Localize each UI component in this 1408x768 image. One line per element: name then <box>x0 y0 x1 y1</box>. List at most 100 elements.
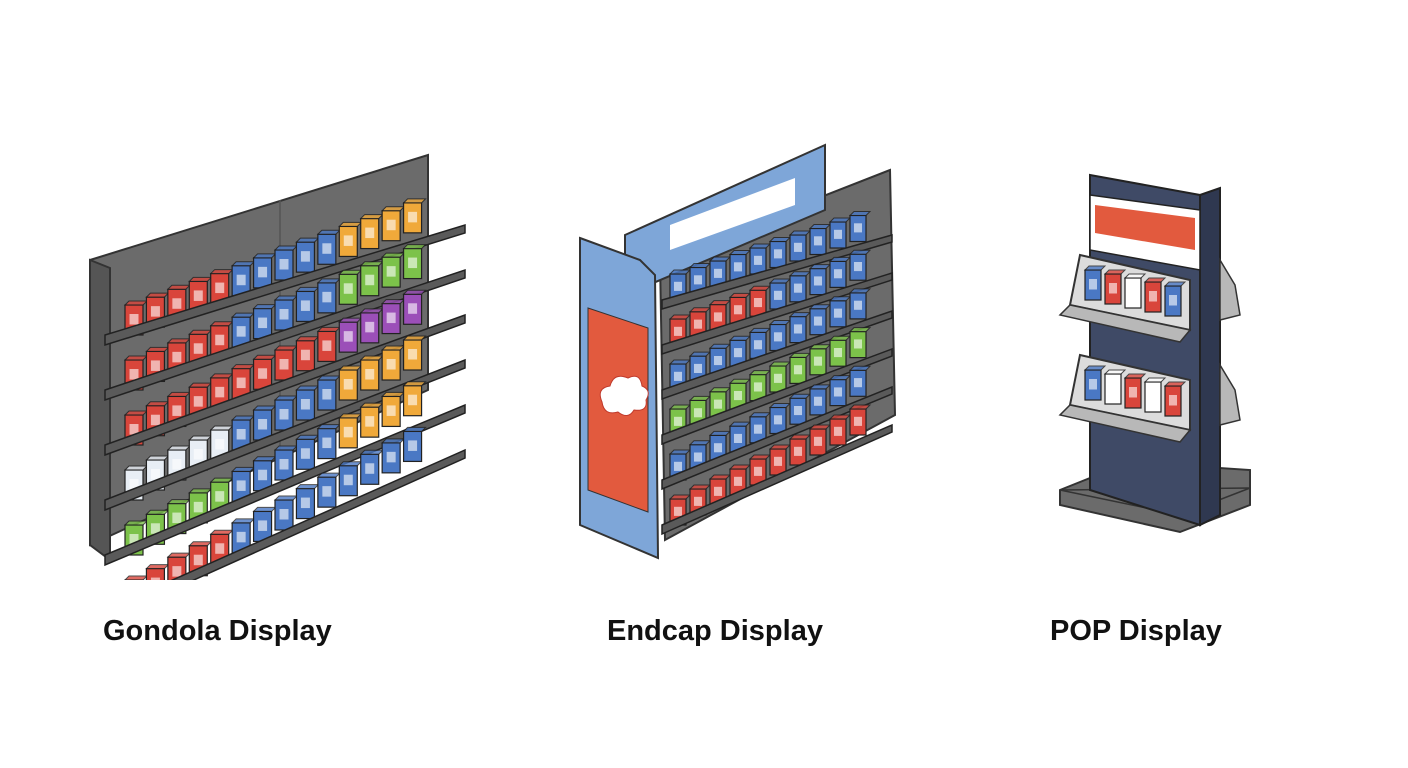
product-box <box>402 335 427 371</box>
product-box <box>359 449 384 485</box>
product-box <box>338 413 363 449</box>
product-box <box>748 285 772 317</box>
product-box <box>230 312 256 348</box>
product-box <box>828 375 852 407</box>
product-box <box>230 261 256 297</box>
product-box <box>338 317 363 353</box>
product-box <box>338 461 363 497</box>
product-box <box>1123 273 1147 309</box>
shelf <box>661 347 893 446</box>
product-box <box>1103 269 1127 305</box>
product-box <box>828 414 852 446</box>
product-box <box>1143 277 1167 313</box>
pop-display-label: POP Display <box>1050 615 1222 647</box>
product-box <box>1103 369 1127 405</box>
product-box <box>273 345 299 381</box>
product-box <box>708 474 732 506</box>
shelf <box>104 403 466 567</box>
product-box <box>788 393 812 425</box>
gondola-display-illustration <box>80 150 480 622</box>
product-box <box>273 295 299 331</box>
product-box <box>708 256 732 288</box>
product-box <box>316 229 342 265</box>
product-box <box>230 466 256 503</box>
product-box <box>209 425 234 461</box>
shelf <box>661 385 893 491</box>
product-box <box>380 345 406 381</box>
endcap-display-illustration <box>570 140 910 570</box>
product-box <box>295 237 320 273</box>
shelf <box>104 313 466 457</box>
product-box <box>788 230 812 262</box>
product-box <box>788 434 812 466</box>
product-box <box>828 217 852 249</box>
product-box <box>359 402 384 438</box>
product-box <box>273 495 299 531</box>
product-box <box>708 387 732 419</box>
product-box <box>359 308 384 344</box>
product-box <box>848 288 872 320</box>
product-box <box>1083 265 1107 301</box>
product-box <box>848 365 872 397</box>
product-box <box>808 224 832 256</box>
product-box <box>338 221 363 258</box>
product-box <box>788 271 812 303</box>
product-box <box>252 405 277 441</box>
pop-stand-icon <box>1058 173 1251 534</box>
product-box <box>295 434 320 470</box>
product-box <box>402 381 427 417</box>
product-box <box>708 300 732 332</box>
product-box <box>295 484 320 520</box>
product-box <box>402 244 427 280</box>
product-box <box>808 264 832 296</box>
product-box <box>145 564 170 600</box>
product-box <box>688 351 712 383</box>
product-box <box>273 395 299 431</box>
product-box <box>316 424 342 460</box>
gondola-display-label: Gondola Display <box>103 615 332 647</box>
product-box <box>768 361 792 393</box>
product-box <box>848 249 872 281</box>
product-box <box>1143 377 1167 413</box>
product-box <box>768 320 792 352</box>
product-box <box>295 385 320 421</box>
shelf <box>104 358 466 512</box>
product-box <box>123 575 149 611</box>
product-box <box>359 261 384 297</box>
shelf <box>661 423 893 536</box>
product-box <box>230 415 256 451</box>
product-box <box>380 206 406 242</box>
product-box <box>848 327 872 359</box>
product-box <box>402 426 427 463</box>
product-box <box>848 404 872 436</box>
product-box <box>788 312 812 344</box>
product-box <box>380 391 406 428</box>
product-box <box>380 252 406 288</box>
product-box <box>1163 281 1187 317</box>
product-box <box>728 292 752 324</box>
product-box <box>1163 381 1187 417</box>
product-box <box>316 472 342 508</box>
product-box <box>252 253 277 289</box>
product-box <box>316 375 342 411</box>
product-box <box>402 198 427 234</box>
shelf <box>661 309 893 401</box>
product-box <box>828 296 852 328</box>
product-box <box>808 304 832 336</box>
shelf <box>661 234 893 310</box>
endcap-display-label: Endcap Display <box>607 615 823 647</box>
product-box <box>1123 373 1147 409</box>
product-box <box>252 456 277 492</box>
product-box <box>768 403 792 435</box>
product-box <box>808 424 832 456</box>
product-box <box>380 299 406 335</box>
shelf <box>104 268 466 402</box>
product-box <box>338 365 363 401</box>
product-box <box>1083 365 1107 401</box>
product-box <box>380 438 406 474</box>
product-box <box>402 289 427 325</box>
product-box <box>808 344 832 376</box>
endcap-shelf-icon <box>579 143 897 560</box>
product-box <box>848 211 872 243</box>
product-box <box>668 269 692 301</box>
